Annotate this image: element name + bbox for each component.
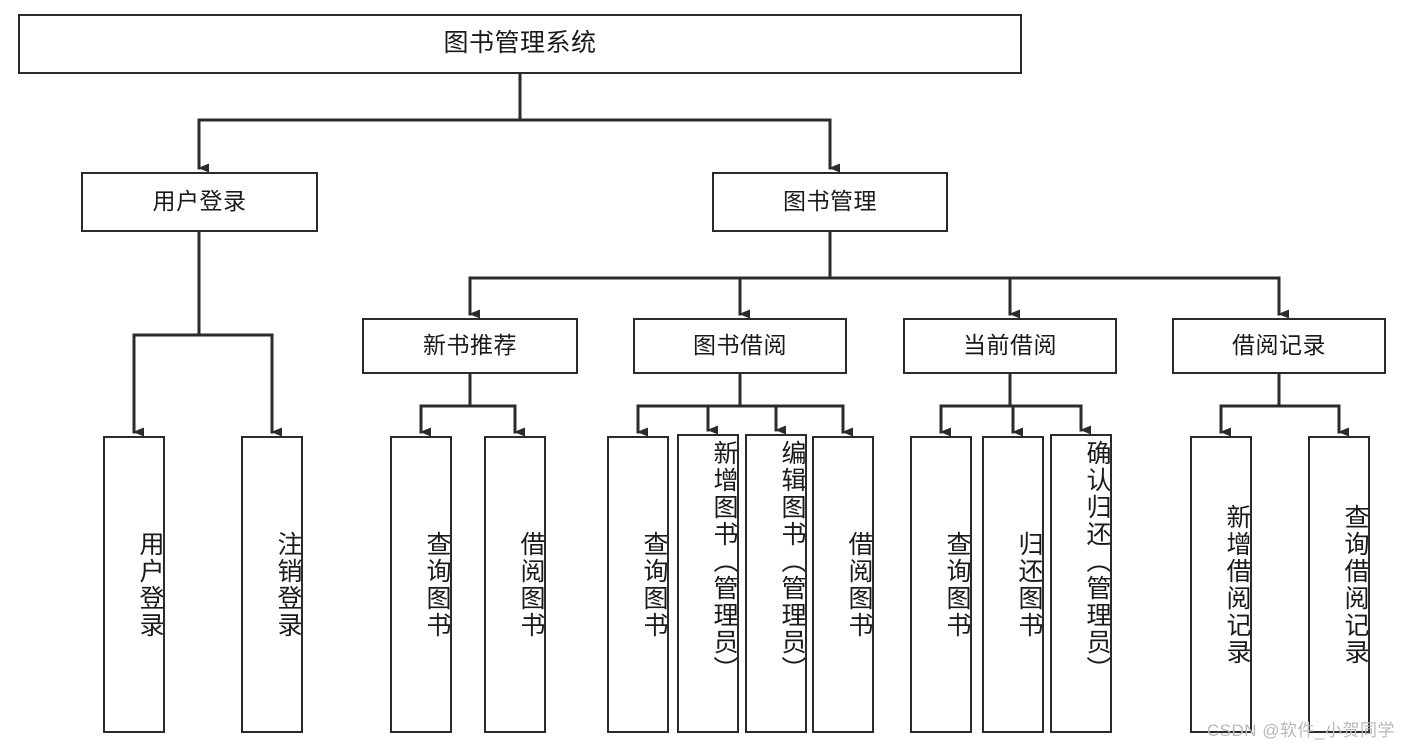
node-leaf-logout-login-label: 注销登录	[274, 530, 302, 639]
node-root-system-label: 图书管理系统	[443, 29, 597, 58]
node-current-borrow-label: 当前借阅	[963, 332, 1057, 359]
node-leaf-add-book[interactable]: 新增图书（管理员）	[677, 434, 739, 733]
node-new-book-recommend-label: 新书推荐	[423, 332, 517, 359]
node-leaf-return-book[interactable]: 归还图书	[982, 436, 1044, 733]
node-leaf-add-book-label: 新增图书（管理员）	[710, 440, 738, 683]
node-leaf-user-login-label: 用户登录	[136, 530, 164, 639]
node-book-manage-label: 图书管理	[783, 188, 877, 215]
node-current-borrow[interactable]: 当前借阅	[903, 318, 1117, 374]
node-leaf-query-record[interactable]: 查询借阅记录	[1308, 436, 1370, 733]
node-leaf-query-book-3-label: 查询图书	[943, 530, 971, 639]
node-leaf-add-record-label: 新增借阅记录	[1223, 503, 1251, 666]
node-leaf-query-book-1-label: 查询图书	[423, 530, 451, 639]
node-borrow-record[interactable]: 借阅记录	[1172, 318, 1386, 374]
node-leaf-borrow-book-2-label: 借阅图书	[845, 530, 873, 639]
node-leaf-query-book-1[interactable]: 查询图书	[390, 436, 452, 733]
node-leaf-return-book-label: 归还图书	[1015, 530, 1043, 639]
node-root-system[interactable]: 图书管理系统	[18, 14, 1022, 74]
node-user-login-label: 用户登录	[152, 188, 247, 215]
node-leaf-confirm-return-label: 确认归还（管理员）	[1083, 440, 1111, 683]
csdn-watermark: CSDN @软件_小贺同学	[1206, 721, 1395, 740]
node-new-book-recommend[interactable]: 新书推荐	[362, 318, 578, 374]
node-leaf-confirm-return[interactable]: 确认归还（管理员）	[1050, 434, 1112, 733]
node-leaf-add-record[interactable]: 新增借阅记录	[1190, 436, 1252, 733]
node-leaf-edit-book[interactable]: 编辑图书（管理员）	[745, 434, 807, 733]
node-leaf-query-record-label: 查询借阅记录	[1341, 503, 1369, 666]
node-leaf-borrow-book-1-label: 借阅图书	[517, 530, 545, 639]
node-user-login[interactable]: 用户登录	[81, 172, 318, 232]
node-book-borrow[interactable]: 图书借阅	[633, 318, 847, 374]
node-book-borrow-label: 图书借阅	[693, 332, 787, 359]
node-book-manage[interactable]: 图书管理	[712, 172, 948, 232]
node-borrow-record-label: 借阅记录	[1232, 332, 1326, 359]
node-leaf-borrow-book-1[interactable]: 借阅图书	[484, 436, 546, 733]
node-leaf-query-book-3[interactable]: 查询图书	[910, 436, 972, 733]
node-leaf-borrow-book-2[interactable]: 借阅图书	[812, 436, 874, 733]
node-leaf-user-login[interactable]: 用户登录	[103, 436, 165, 733]
node-leaf-query-book-2[interactable]: 查询图书	[607, 436, 669, 733]
node-leaf-logout-login[interactable]: 注销登录	[241, 436, 303, 733]
node-leaf-query-book-2-label: 查询图书	[640, 530, 668, 639]
node-leaf-edit-book-label: 编辑图书（管理员）	[778, 440, 806, 683]
